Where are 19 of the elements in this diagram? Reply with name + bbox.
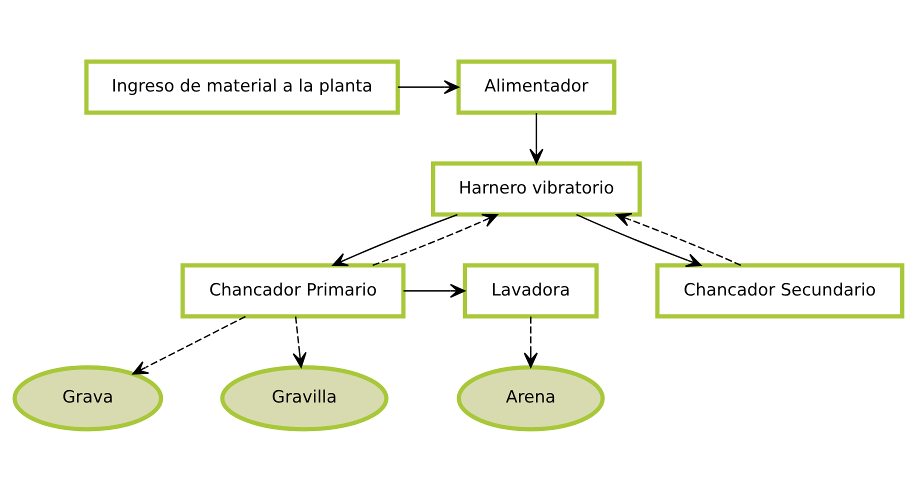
arrow	[404, 284, 466, 298]
arrow	[616, 212, 742, 266]
arrow	[576, 214, 702, 268]
node-ellipse: Arena	[456, 365, 605, 432]
arrow	[398, 80, 460, 94]
arrow	[132, 316, 246, 375]
node-box: Chancador Primario	[180, 263, 406, 318]
arrow	[524, 316, 538, 368]
arrow	[372, 214, 498, 266]
node-box: Chancador Secundario	[655, 263, 904, 318]
node-box: Ingreso de material a la planta	[84, 60, 400, 115]
arrow	[529, 113, 544, 164]
arrow	[332, 214, 458, 266]
node-box: Harnero vibratorio	[431, 161, 642, 217]
node-box: Lavadora	[462, 263, 599, 318]
node-ellipse: Gravilla	[220, 365, 388, 432]
arrow	[292, 316, 307, 368]
node-box: Alimentador	[456, 60, 616, 115]
node-ellipse: Grava	[12, 365, 164, 432]
